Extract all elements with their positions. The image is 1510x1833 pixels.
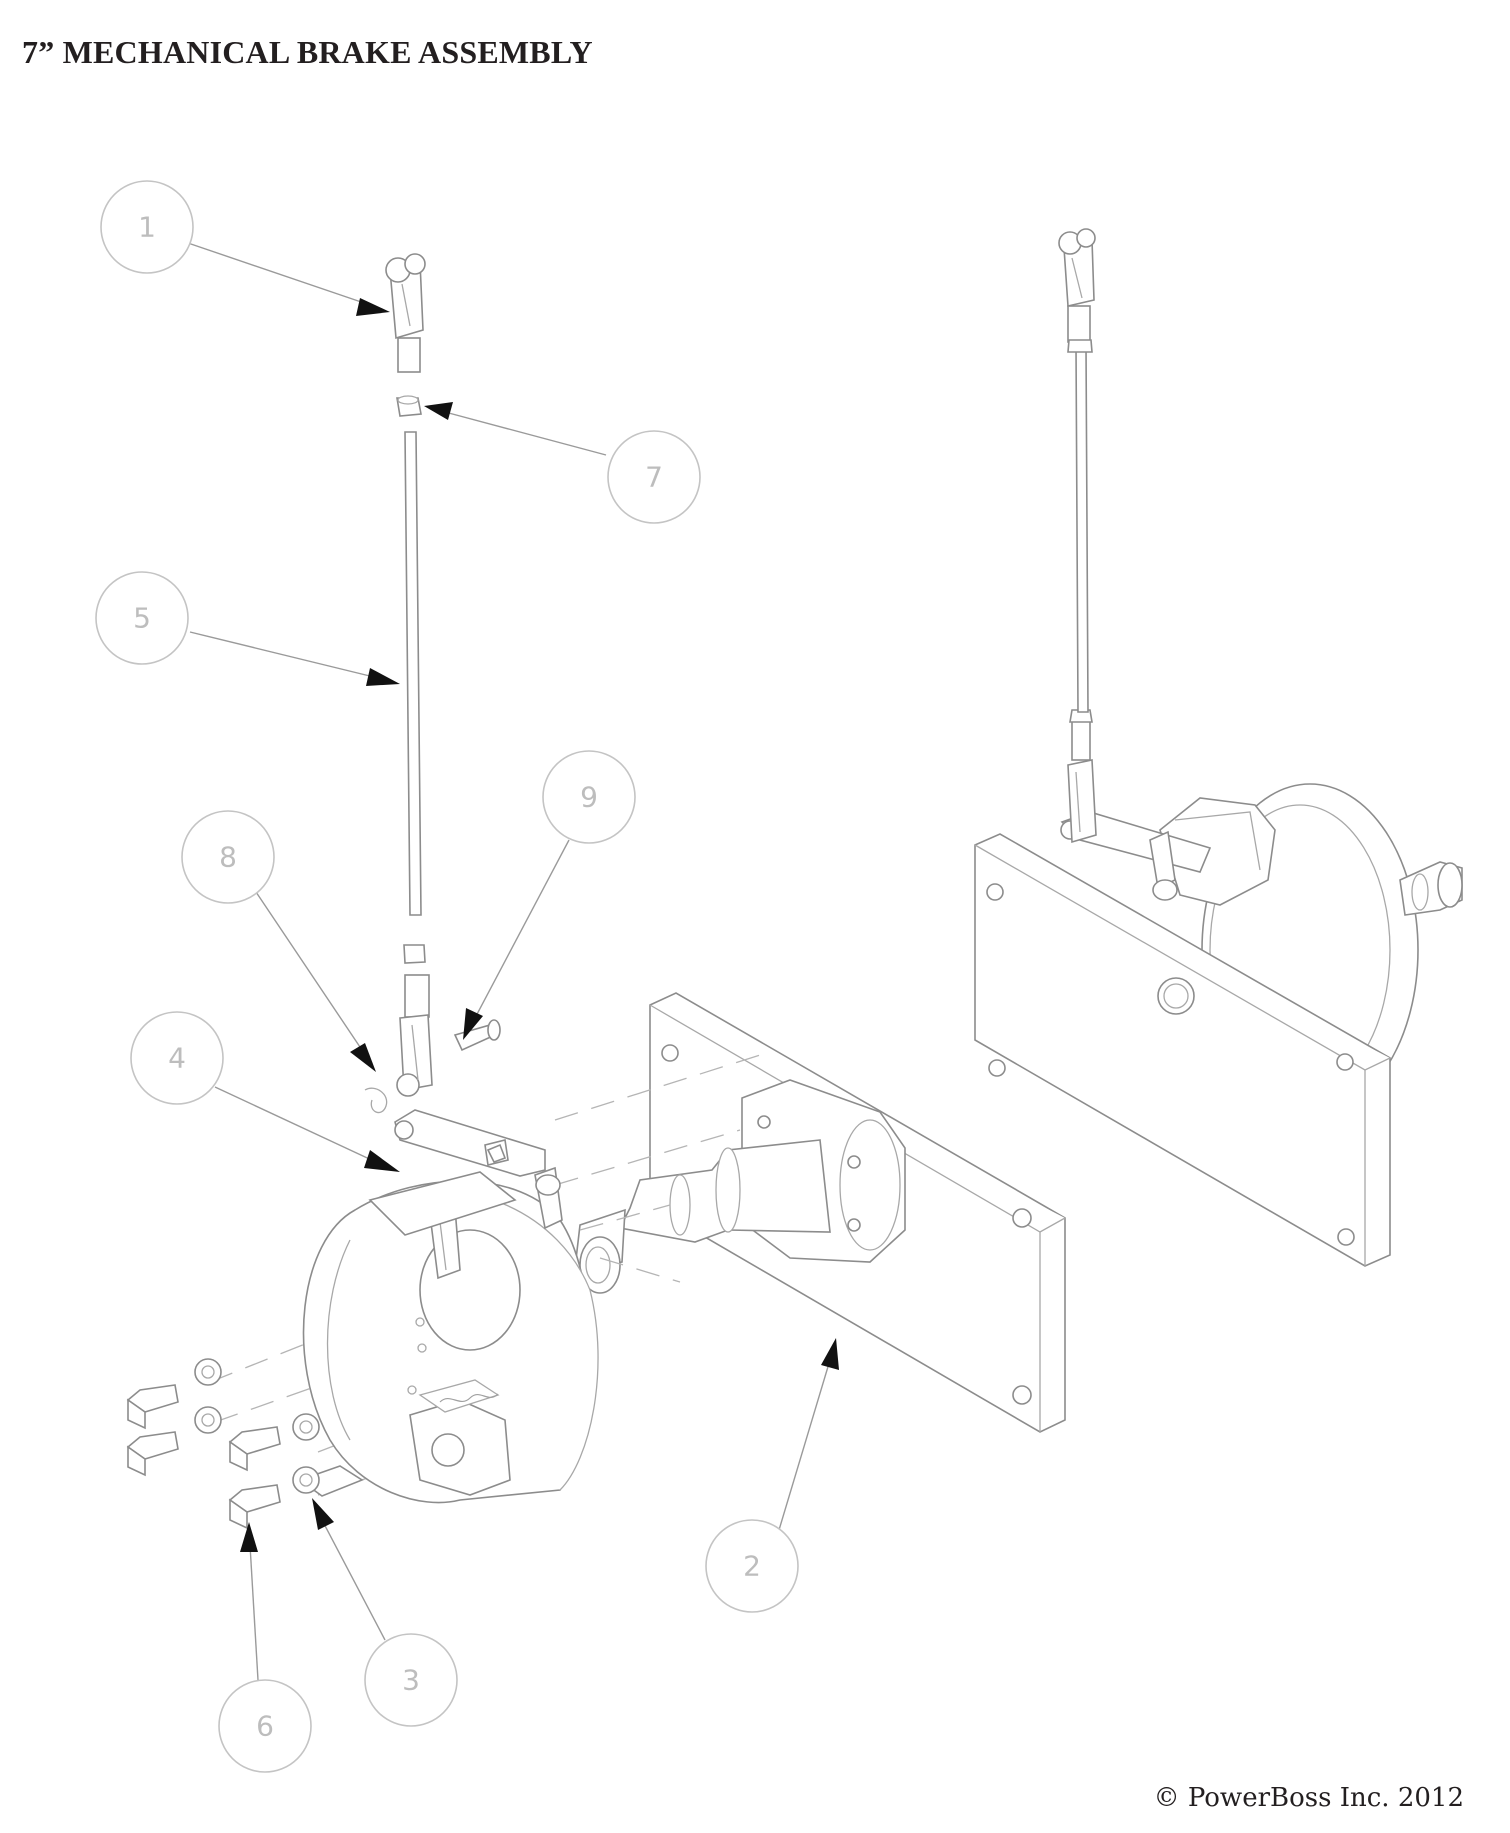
callout-balloon-5: 5 [95, 571, 189, 665]
callout-balloon-9: 9 [542, 750, 636, 844]
leader-lines [184, 241, 839, 1681]
copyright-notice: © PowerBoss Inc. 2012 [1153, 1783, 1464, 1813]
callout-balloon-6: 6 [218, 1679, 312, 1773]
callout-label-9: 9 [580, 781, 598, 814]
callout-label-8: 8 [219, 841, 237, 874]
callout-label-2: 2 [743, 1550, 761, 1583]
mounting-plate-spindle [574, 992, 1066, 1433]
page-title: 7” MECHANICAL BRAKE ASSEMBLY [22, 34, 593, 70]
callout-label-5: 5 [133, 602, 151, 635]
callout-balloon-2: 2 [705, 1519, 799, 1613]
rod-linkage [364, 253, 501, 1114]
brake-shoe-assembly [298, 1109, 599, 1504]
callout-balloon-1: 1 [100, 180, 194, 274]
callout-label-1: 1 [138, 211, 156, 244]
callout-balloon-3: 3 [364, 1633, 458, 1727]
callout-label-7: 7 [645, 461, 663, 494]
callout-label-6: 6 [256, 1710, 274, 1743]
callout-label-3: 3 [402, 1664, 420, 1697]
assembled-view [974, 228, 1463, 1267]
callout-label-4: 4 [168, 1042, 186, 1075]
callout-balloon-4: 4 [130, 1011, 224, 1105]
bolts-washers [126, 1358, 320, 1530]
callout-balloon-8: 8 [181, 810, 275, 904]
callout-balloon-7: 7 [607, 430, 701, 524]
